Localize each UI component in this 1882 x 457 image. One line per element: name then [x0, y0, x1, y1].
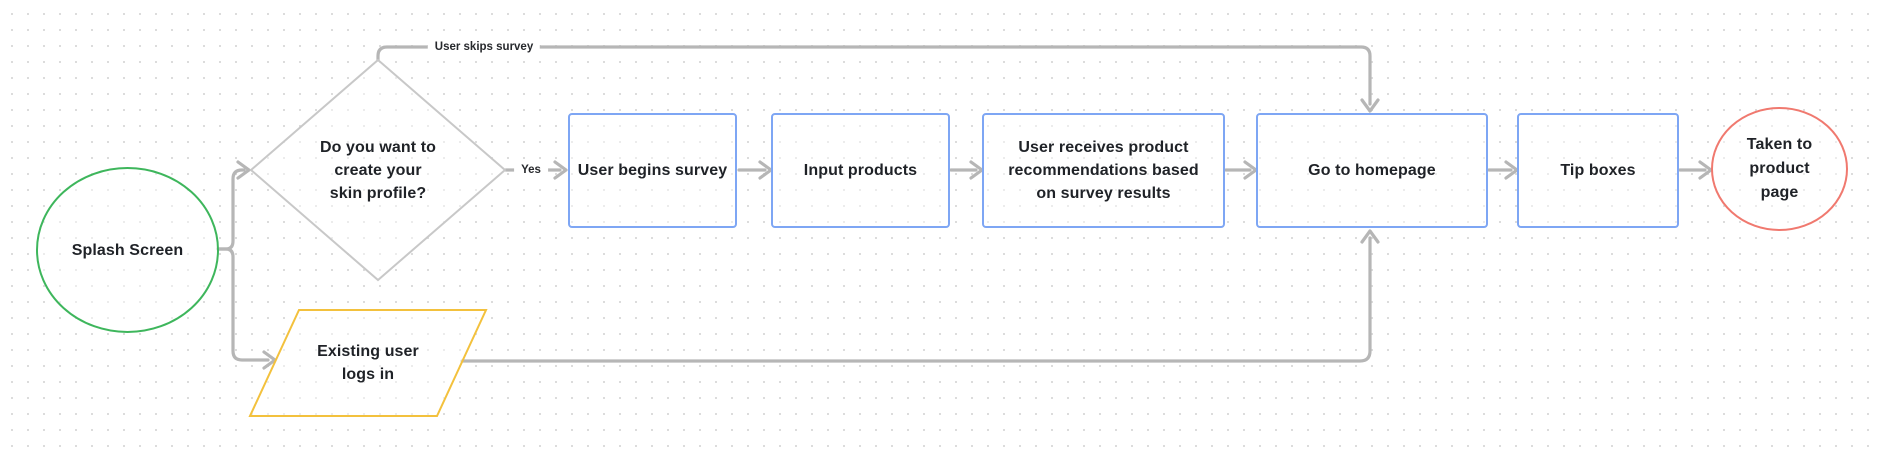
- node-skin-profile-decision-shape[interactable]: [249, 58, 507, 282]
- connector-tip-boxes-to-product-page[interactable]: [1678, 160, 1713, 180]
- connector-user-skips-survey[interactable]: [376, 45, 1380, 113]
- arrowhead-right-icon: [553, 160, 568, 180]
- connector-input-to-recommendations[interactable]: [949, 160, 984, 180]
- node-user-begins-survey-shape[interactable]: [568, 113, 737, 228]
- node-splash-screen-shape[interactable]: [36, 167, 219, 333]
- connector-line[interactable]: [460, 236, 1372, 363]
- node-splash-screen-label[interactable]: Splash Screen: [71, 241, 184, 259]
- node-user-begins-survey-label[interactable]: User begins survey: [577, 162, 728, 179]
- connector-splash-to-decision[interactable]: [216, 160, 251, 251]
- connector-line[interactable]: [216, 247, 270, 362]
- arrowhead-right-icon: [1698, 160, 1713, 180]
- node-survey-recommendations-label[interactable]: User receives product recommendations ba…: [1008, 139, 1199, 202]
- node-input-products-shape[interactable]: [771, 113, 950, 228]
- edge-label-user-skips-survey[interactable]: User skips survey: [427, 40, 541, 54]
- edge-label-yes[interactable]: Yes: [514, 163, 548, 177]
- arrowhead-up-icon: [1360, 229, 1380, 244]
- connector-line[interactable]: [376, 45, 1372, 106]
- connector-homepage-to-tip-boxes[interactable]: [1487, 160, 1519, 180]
- connector-survey-to-input[interactable]: [737, 160, 773, 180]
- node-go-to-homepage-shape[interactable]: [1256, 113, 1488, 228]
- node-tip-boxes-label[interactable]: Tip boxes: [1560, 162, 1636, 179]
- arrowhead-down-icon: [1360, 98, 1380, 113]
- node-skin-profile-decision-label[interactable]: Do you want to create your skin profile?: [319, 138, 437, 202]
- node-existing-user-shape[interactable]: [248, 309, 488, 417]
- connector-recommendations-to-homepage[interactable]: [1224, 160, 1258, 180]
- connector-splash-to-existing-user[interactable]: [216, 247, 277, 370]
- node-input-products-label[interactable]: Input products: [803, 162, 918, 179]
- node-tip-boxes-shape[interactable]: [1517, 113, 1679, 228]
- connector-existing-user-to-homepage[interactable]: [460, 229, 1380, 363]
- arrowhead-right-icon: [236, 160, 251, 180]
- node-go-to-homepage-label[interactable]: Go to homepage: [1308, 162, 1436, 179]
- node-taken-to-product-page-shape[interactable]: [1711, 107, 1848, 231]
- node-existing-user-label[interactable]: Existing user logs in: [317, 343, 419, 383]
- node-taken-to-product-page-label[interactable]: Taken to product page: [1746, 136, 1813, 201]
- connector-line[interactable]: [216, 168, 246, 251]
- node-survey-recommendations-shape[interactable]: [982, 113, 1225, 228]
